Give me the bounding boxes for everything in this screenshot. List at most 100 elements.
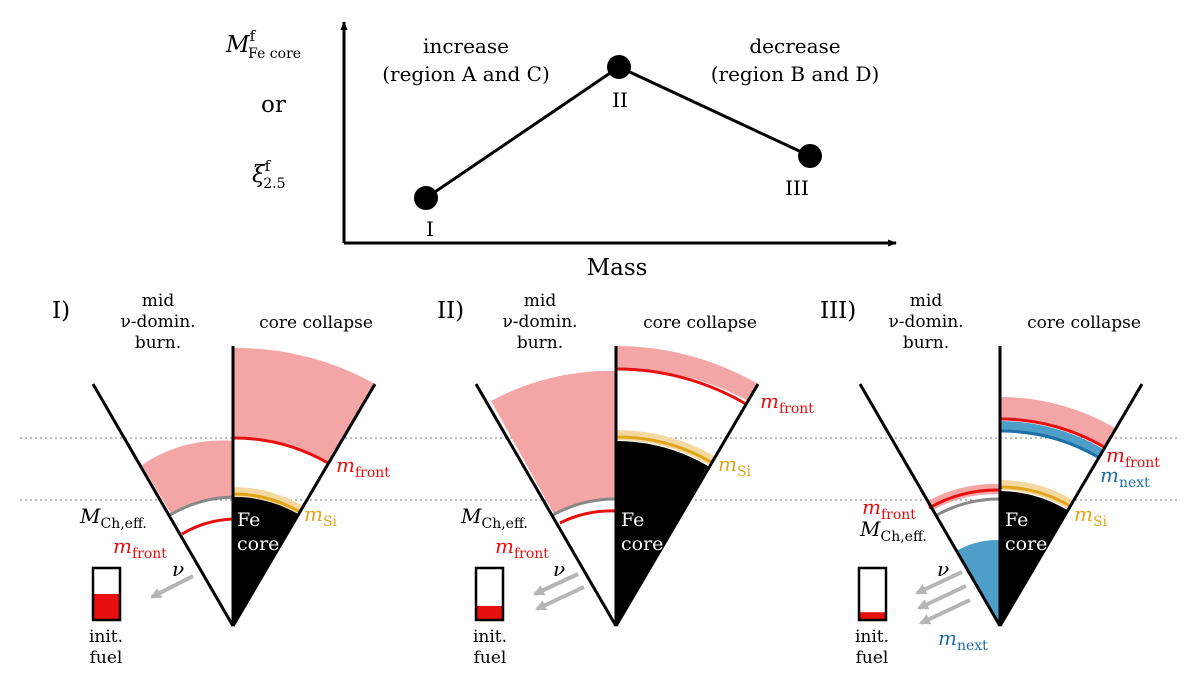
right-title: core collapse xyxy=(259,313,373,333)
fe-core-label-1: Fe xyxy=(1005,509,1028,531)
left-title-line2: ν-domin. xyxy=(120,312,195,332)
m-si-label: mSi xyxy=(304,502,338,530)
nu-label: ν xyxy=(937,557,949,581)
right-front-arc xyxy=(615,367,747,406)
panel-roman: III) xyxy=(820,298,856,324)
fe-core xyxy=(1000,491,1067,626)
left-front-arc xyxy=(181,517,234,536)
left-front-arc xyxy=(928,488,1001,510)
neutrino-arrow-1 xyxy=(915,570,963,595)
right-pink-shell xyxy=(233,347,375,464)
fuel-gauge-frame xyxy=(474,566,505,622)
decrease-label: decrease xyxy=(749,34,840,58)
right-title: core collapse xyxy=(643,313,757,333)
fe-core-label-2: core xyxy=(621,533,663,555)
panel-I: I) mid ν-domin. burn. core collapse Fe c… xyxy=(52,291,390,668)
m-front-right-label: mfront xyxy=(336,453,390,481)
nu-label: ν xyxy=(172,557,184,581)
neutrino-arrow-3 xyxy=(919,598,971,625)
left-front-arc xyxy=(559,509,617,525)
m-front-right-label: mfront xyxy=(1106,443,1160,471)
m-si-label: mSi xyxy=(718,452,752,480)
m-front-left-label: mfront xyxy=(862,495,916,523)
point-I-label: I xyxy=(426,217,434,241)
left-pink-shell xyxy=(491,370,616,514)
left-title-line1: mid xyxy=(142,291,175,311)
left-title-line2: ν-domin. xyxy=(888,312,963,332)
point-I xyxy=(414,186,438,210)
m-front-right-label: mfront xyxy=(760,389,814,417)
fuel-gauge-fill xyxy=(476,605,503,620)
neutrino-arrow-1 xyxy=(533,572,579,596)
fuel-label-1: init. xyxy=(473,627,507,647)
mch-arc xyxy=(552,497,617,517)
m-ch-label: MCh,eff. xyxy=(79,504,147,532)
fe-core xyxy=(616,441,708,626)
si-arc xyxy=(615,435,712,464)
right-wedge-edge xyxy=(998,383,1144,627)
left-title-line1: mid xyxy=(910,291,943,311)
point-III-label: III xyxy=(785,176,809,200)
fe-core-label-2: core xyxy=(237,533,279,555)
si-arc xyxy=(232,492,301,514)
left-title-line1: mid xyxy=(524,291,557,311)
right-front-arc xyxy=(999,417,1105,449)
right-blue-shell xyxy=(1000,421,1103,457)
right-front-arc xyxy=(232,436,329,465)
point-III xyxy=(798,144,822,168)
si-arc xyxy=(999,485,1071,508)
m-ch-label: MCh,eff. xyxy=(859,517,927,545)
left-title-line3: burn. xyxy=(903,333,949,353)
increase-region-label: (region A and C) xyxy=(382,62,550,86)
right-next-arc xyxy=(999,429,1099,459)
panel-roman: II) xyxy=(437,298,464,324)
left-wedge-edge xyxy=(858,383,1002,627)
x-label-mass: Mass xyxy=(587,255,648,281)
m-next-left-label: mnext xyxy=(938,626,988,654)
m-next-right-label: mnext xyxy=(1100,463,1150,491)
fuel-label-1: init. xyxy=(855,627,889,647)
left-pink-shell xyxy=(926,483,1000,511)
fe-core-label-1: Fe xyxy=(621,509,644,531)
fe-core xyxy=(233,496,298,626)
right-title: core collapse xyxy=(1027,313,1141,333)
left-wedge-edge xyxy=(91,383,235,627)
panel-III: III) mid ν-domin. burn. core collapse Fe… xyxy=(820,291,1160,668)
m-front-left-label: mfront xyxy=(495,534,549,562)
fe-core-label-1: Fe xyxy=(237,509,260,531)
right-pink-shell xyxy=(1000,397,1115,447)
fuel-gauge-frame xyxy=(91,566,122,622)
neutrino-arrow-2 xyxy=(535,585,585,611)
neutrino-arrow-2 xyxy=(917,584,967,610)
increase-label: increase xyxy=(423,34,509,58)
mch-arc xyxy=(936,497,1001,517)
fuel-label-2: fuel xyxy=(474,648,507,668)
left-pink-shell xyxy=(142,440,233,514)
y-label-or: or xyxy=(261,92,286,118)
point-II-label: II xyxy=(612,88,628,112)
fuel-gauge-fill xyxy=(93,594,120,620)
fuel-label-2: fuel xyxy=(90,648,123,668)
fe-core-label-2: core xyxy=(1005,533,1047,555)
right-pink-shell xyxy=(616,345,758,401)
trend-line xyxy=(425,65,811,200)
right-wedge-edge xyxy=(231,383,377,627)
fuel-gauge-frame xyxy=(857,566,888,622)
panel-roman: I) xyxy=(52,298,70,324)
m-si-label: mSi xyxy=(1074,502,1108,530)
m-front-left-label: mfront xyxy=(113,534,167,562)
left-title-line3: burn. xyxy=(517,333,563,353)
right-wedge-edge xyxy=(614,383,760,627)
fuel-label-2: fuel xyxy=(856,648,889,668)
panel-II: II) mid ν-domin. burn. core collapse Fe … xyxy=(437,291,814,668)
nu-label: ν xyxy=(553,557,565,581)
decrease-region-label: (region B and D) xyxy=(711,62,880,86)
point-II xyxy=(607,55,631,79)
left-wedge-edge xyxy=(474,383,618,627)
fuel-gauge-fill xyxy=(859,612,886,620)
neutrino-arrow xyxy=(150,574,194,599)
